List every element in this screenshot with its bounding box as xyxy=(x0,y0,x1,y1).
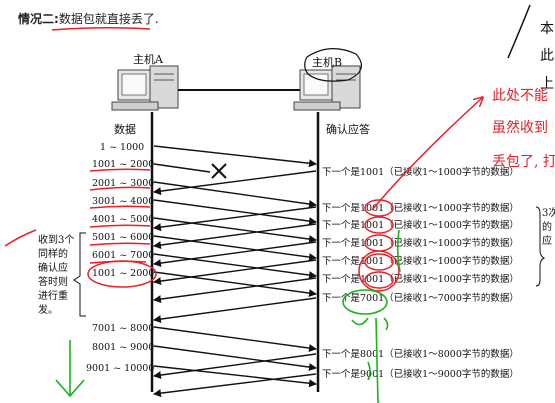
red-note-line: 虽然收到 xyxy=(492,119,548,136)
segment-label: 1001 ~ 2000 xyxy=(92,159,154,170)
side-note-line: 应 xyxy=(542,234,552,247)
ack-arrow xyxy=(153,373,317,398)
corner-text-line: 此 xyxy=(540,48,554,64)
data-arrow xyxy=(153,145,317,168)
segment-label: 4001 ~ 5000 xyxy=(92,214,154,225)
heading-text: 数据包就直接丢了. xyxy=(58,12,159,26)
corner-text-line: 上 xyxy=(540,76,554,92)
data-arrow-lost xyxy=(153,163,211,173)
packet-lost-x-icon xyxy=(211,163,227,179)
column-title-data: 数据 xyxy=(114,122,136,136)
host-a-label: 主机A xyxy=(133,52,164,66)
segment-label: 5001 ~ 6000 xyxy=(92,232,154,243)
ack-label: 下一个是8001（已接收1～8000字节的数据） xyxy=(322,348,519,360)
ack-arrow xyxy=(153,259,317,286)
data-arrow xyxy=(153,345,317,372)
data-arrow xyxy=(153,199,317,226)
red-markup-left xyxy=(4,168,157,288)
red-markup-acks xyxy=(358,98,482,292)
ack-label: 下一个是1001（已接收1～1000字节的数据） xyxy=(322,273,519,285)
segment-label: 7001 ~ 8000 xyxy=(92,323,154,334)
ack-label: 下一个是1001（已接收1～1000字节的数据） xyxy=(322,219,519,231)
data-arrows xyxy=(153,145,317,388)
left-note-line: 发。 xyxy=(38,303,58,316)
ack-label: 下一个是1001（已接收1～1000字节的数据） xyxy=(322,166,519,178)
ack-arrow xyxy=(153,353,317,380)
side-note-line: 的 xyxy=(542,220,552,233)
data-arrow xyxy=(153,235,317,262)
corner-pen-stroke xyxy=(507,4,531,59)
side-note-line: 3次 xyxy=(542,206,555,219)
segment-label: 2001 ~ 3000 xyxy=(92,178,154,189)
ack-arrows xyxy=(153,170,317,398)
data-arrow xyxy=(153,253,317,280)
data-arrow xyxy=(153,217,317,244)
ack-arrow xyxy=(153,223,317,250)
host-b-computer-icon xyxy=(293,65,361,111)
host-b-label: 主机B xyxy=(312,55,342,69)
segment-label: 6001 ~ 7000 xyxy=(92,250,154,261)
left-note-bracket xyxy=(73,232,86,317)
host-b-circle xyxy=(304,48,363,82)
left-note-line: 确认应 xyxy=(38,261,68,274)
ack-arrow xyxy=(153,241,317,268)
ack-arrow xyxy=(153,170,317,196)
heading-label: 情况二: xyxy=(18,12,59,26)
data-arrow-retransmit xyxy=(153,271,317,298)
left-note-line: 进行重 xyxy=(38,289,68,302)
red-note-line: 丢包了, 打 xyxy=(492,153,555,170)
ack-arrow xyxy=(153,277,317,304)
ack-arrow xyxy=(153,297,317,324)
left-note-line: 同样的 xyxy=(38,247,68,260)
segment-label: 3001 ~ 4000 xyxy=(92,196,154,207)
data-arrow xyxy=(153,326,317,353)
segment-label: 1001 ~ 2000 xyxy=(92,268,154,279)
ack-label: 下一个是9001（已接收1～9000字节的数据） xyxy=(322,368,519,380)
segment-label: 1 ~ 1000 xyxy=(100,142,144,153)
corner-text-line: 本 xyxy=(540,21,554,37)
data-arrow xyxy=(153,365,317,388)
ack-label: 下一个是1001（已接收1～1000字节的数据） xyxy=(322,202,519,214)
data-arrow xyxy=(153,181,317,208)
heading-underline xyxy=(51,26,151,31)
section-heading: 情况二:数据包就直接丢了. xyxy=(18,10,159,27)
ack-label: 下一个是1001（已接收1～1000字节的数据） xyxy=(322,237,519,249)
duplicate-ack-bracket xyxy=(535,206,546,287)
ack-arrow xyxy=(153,206,317,232)
green-markup xyxy=(55,229,401,403)
segment-label: 9001 ~ 10000 xyxy=(86,363,154,374)
left-note-line: 答时则 xyxy=(38,275,68,288)
ack-label: 下一个是1001（已接收1～1000字节的数据） xyxy=(322,255,519,267)
segment-label: 8001 ~ 9000 xyxy=(92,342,154,353)
host-a-computer-icon xyxy=(111,65,179,111)
ack-label: 下一个是7001（已接收1～7000字节的数据） xyxy=(322,292,519,304)
column-title-ack: 确认应答 xyxy=(326,122,370,136)
red-note-line: 此处不能 xyxy=(492,88,548,104)
left-note-line: 收到3个 xyxy=(38,233,74,246)
